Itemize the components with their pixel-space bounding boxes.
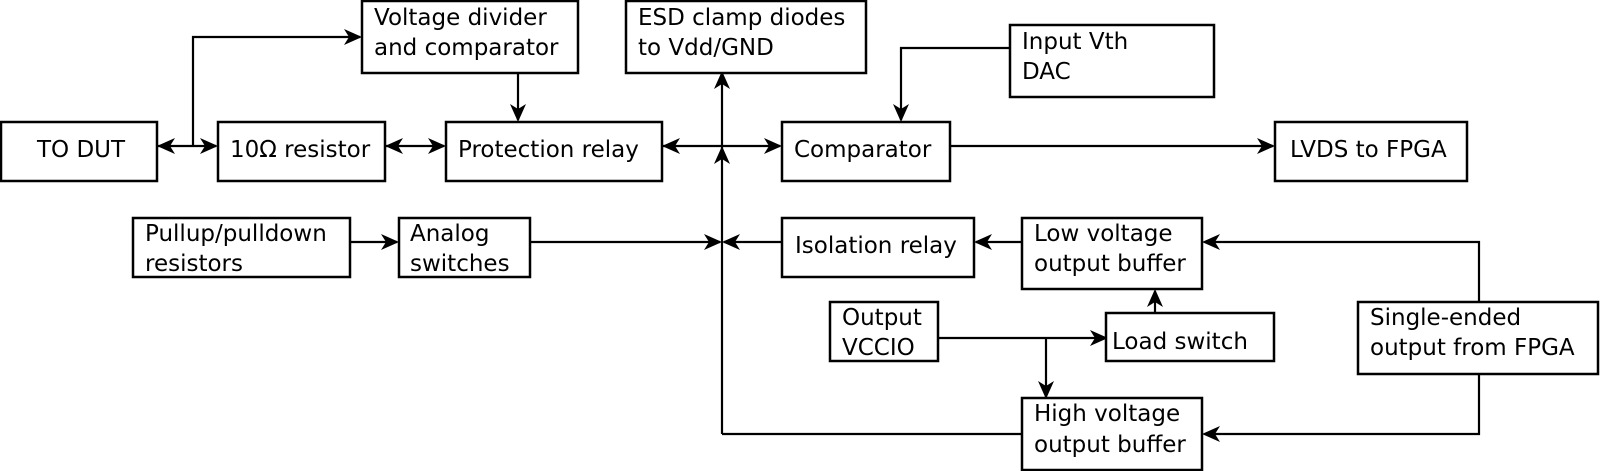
block-low-voltage-output-buffer: Low voltage output buffer (1020, 216, 1204, 291)
wire-fpga-lvbuffer (1205, 240, 1481, 302)
block-to-dut: TO DUT (0, 120, 159, 183)
arrowhead-up (714, 146, 730, 164)
block-single-ended-output-from-fpga: Single-ended output from FPGA (1356, 300, 1600, 376)
block-label-line-2: and comparator (374, 35, 559, 61)
arrowhead-right (200, 138, 218, 154)
block-label: Protection relay (458, 137, 639, 163)
block-label-line-2: to Vdd/GND (638, 35, 774, 61)
block-label: Comparator (794, 137, 932, 163)
block-esd-clamp-diodes: ESD clamp diodes to Vdd/GND (624, 0, 868, 75)
block-lvds-to-fpga: LVDS to FPGA (1273, 120, 1469, 183)
arrowhead-right (381, 234, 399, 250)
block-analog-switches: Analog switches (397, 216, 532, 279)
arrowhead-up (714, 71, 730, 89)
arrowhead-left (385, 138, 403, 154)
block-label: Load switch (1112, 329, 1248, 355)
block-high-voltage-output-buffer: High voltage output buffer (1020, 396, 1204, 471)
block-label-line-1: Output (842, 305, 922, 331)
arrowhead-left (1202, 234, 1220, 250)
arrowhead-right (1257, 138, 1275, 154)
arrowhead-right (344, 29, 362, 45)
block-label-line-2: DAC (1022, 59, 1071, 85)
block-label: LVDS to FPGA (1290, 137, 1447, 163)
block-label-line-1: Low voltage (1034, 221, 1173, 247)
block-label-line-2: resistors (145, 251, 243, 277)
block-isolation-relay: Isolation relay (780, 216, 976, 279)
arrowhead-down (510, 104, 526, 122)
arrowhead-right (764, 138, 782, 154)
wire-dut-voltage-divider (191, 35, 360, 146)
block-label-line-2: output buffer (1034, 251, 1186, 277)
block-load-switch: Load switch (1104, 311, 1276, 363)
arrowheads (157, 29, 1275, 442)
block-label-line-1: ESD clamp diodes (638, 5, 845, 31)
block-label-line-2: output buffer (1034, 432, 1186, 458)
block-label-line-1: Analog (410, 221, 489, 247)
wire-fpga-hvbuffer (1205, 374, 1481, 436)
block-label-line-2: VCCIO (842, 335, 915, 361)
arrowhead-right (1090, 330, 1108, 346)
arrowhead-left (722, 234, 740, 250)
block-comparator: Comparator (780, 120, 952, 183)
block-pullup-pulldown-resistors: Pullup/pulldown resistors (131, 216, 352, 279)
block-label-line-1: Single-ended (1370, 305, 1521, 331)
block-label: Isolation relay (795, 233, 957, 259)
wire-dac-comparator (899, 46, 1010, 120)
block-voltage-divider-comparator: Voltage divider and comparator (360, 0, 580, 75)
block-label-line-2: output from FPGA (1370, 335, 1575, 361)
block-input-vth-dac: Input Vth DAC (1008, 23, 1216, 99)
block-label: TO DUT (36, 137, 126, 163)
block-label-line-1: Pullup/pulldown (145, 221, 327, 247)
block-label-line-2: switches (410, 251, 510, 277)
block-label-line-1: Voltage divider (374, 5, 547, 31)
arrowhead-right (428, 138, 446, 154)
arrowhead-down (1038, 381, 1054, 399)
block-protection-relay: Protection relay (444, 120, 664, 183)
arrowhead-down (893, 104, 909, 122)
block-output-vccio: Output VCCIO (828, 300, 940, 363)
block-label-line-1: High voltage (1034, 401, 1180, 427)
arrowhead-up (1147, 289, 1163, 307)
wires (157, 35, 1481, 436)
block-label: 10Ω resistor (230, 137, 371, 163)
arrowhead-left (157, 138, 175, 154)
block-label-line-1: Input Vth (1022, 29, 1128, 55)
arrowhead-right (704, 234, 722, 250)
arrowhead-left (662, 138, 680, 154)
block-10-ohm-resistor: 10Ω resistor (216, 120, 387, 183)
arrowhead-left (1202, 426, 1220, 442)
arrowhead-left (974, 234, 992, 250)
